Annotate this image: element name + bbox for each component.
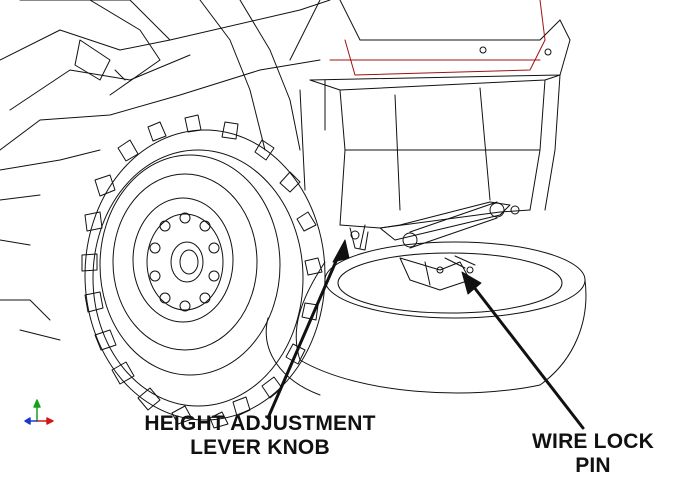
height-adjustment-callout: HEIGHT ADJUSTMENT LEVER KNOB — [110, 412, 410, 460]
callout-line-1: WIRE LOCK — [532, 430, 654, 453]
wire-lock-pin-callout: WIRE LOCK PIN — [508, 430, 678, 478]
arrowhead-height — [332, 239, 350, 263]
linkage-bracket — [349, 201, 520, 251]
callout-line-2: PIN — [575, 454, 611, 477]
deck-housing — [289, 0, 571, 229]
front-wheel — [81, 114, 326, 429]
chassis-frame — [0, 0, 331, 341]
triad-axis-icon — [24, 399, 54, 425]
callout-arrow-wire — [468, 280, 585, 430]
arrowhead-wire — [461, 271, 482, 295]
callout-line-1: HEIGHT ADJUSTMENT — [144, 412, 376, 435]
callout-line-2: LEVER KNOB — [190, 436, 330, 459]
callout-arrow-height — [266, 250, 342, 420]
